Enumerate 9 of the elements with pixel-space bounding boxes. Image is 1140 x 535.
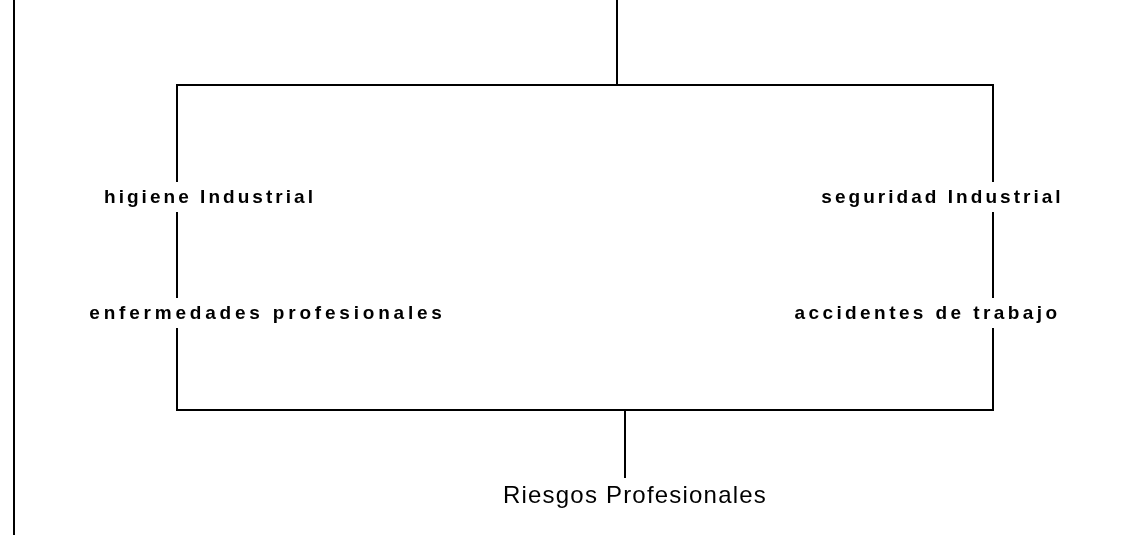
node-label: Riesgos Profesionales xyxy=(503,480,767,510)
node-label: higiene Industrial xyxy=(104,184,316,209)
connector-line xyxy=(176,211,178,299)
connector-line xyxy=(992,211,994,299)
node-label: enfermedades profesionales xyxy=(89,300,446,325)
connector-line xyxy=(616,0,994,183)
node-label: seguridad Industrial xyxy=(821,184,1064,209)
node-label: accidentes de trabajo xyxy=(794,300,1061,325)
connector-line xyxy=(624,327,994,479)
